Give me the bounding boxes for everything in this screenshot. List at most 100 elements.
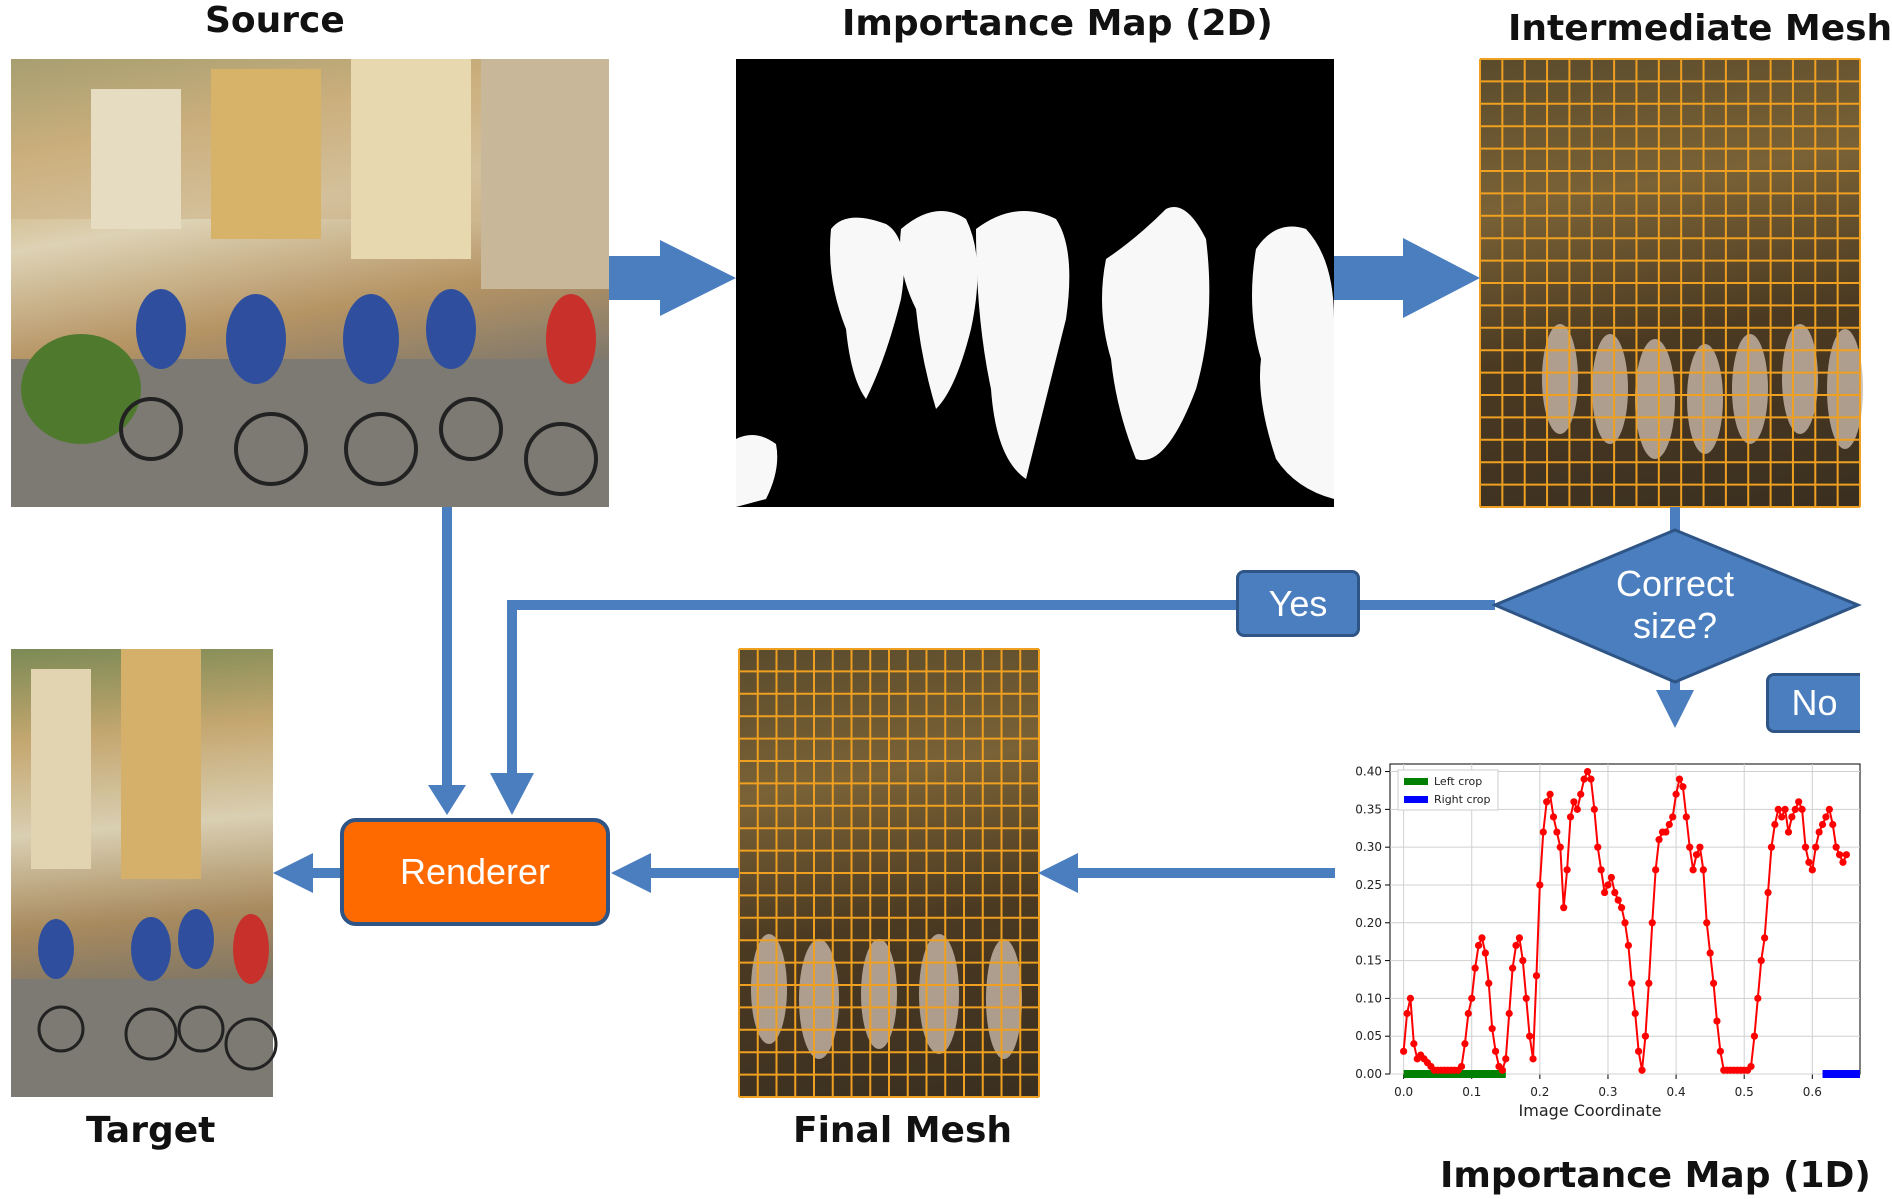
legend-label: Left crop (1434, 775, 1482, 788)
y-tick-label: 0.25 (1355, 878, 1382, 892)
data-point (1583, 767, 1592, 776)
data-point (1778, 813, 1786, 821)
data-point (1835, 851, 1844, 859)
source-title: Source (205, 0, 345, 41)
data-point (1829, 820, 1837, 829)
data-point (1512, 941, 1520, 950)
data-point (1669, 813, 1677, 821)
data-point (1474, 941, 1483, 950)
target-image (11, 649, 278, 1097)
data-point (1600, 888, 1609, 897)
arrow-decision-to-chart (1656, 690, 1694, 728)
legend-box (1397, 769, 1499, 811)
data-point (1611, 888, 1619, 897)
data-point (1839, 858, 1847, 866)
final-mesh-image (738, 648, 1040, 1098)
data-point (1774, 805, 1782, 813)
data-point (1488, 1025, 1496, 1033)
connector-chart-to-mesh (1075, 868, 1335, 878)
data-point (1549, 813, 1558, 821)
data-point (1522, 994, 1530, 1002)
decision-line-1: Correct (1615, 563, 1735, 604)
renderer-node: Renderer (340, 818, 610, 926)
data-point (1485, 979, 1493, 987)
importance-blobs (736, 207, 1334, 507)
data-point (1590, 805, 1598, 813)
data-point (1556, 843, 1564, 851)
data-point (1621, 919, 1629, 927)
data-point (1672, 790, 1680, 798)
data-point (1767, 843, 1776, 851)
data-point (1529, 1055, 1537, 1063)
x-tick-label: 0.4 (1667, 1085, 1686, 1099)
source-image-scene (11, 59, 609, 507)
data-point (1798, 805, 1806, 813)
arrow-chart-to-mesh (1038, 853, 1078, 893)
data-point (1812, 843, 1820, 851)
data-point (1757, 956, 1765, 965)
y-tick-label: 0.05 (1355, 1029, 1382, 1043)
source-image (11, 59, 609, 507)
data-point (1709, 979, 1718, 987)
data-point (1692, 851, 1701, 859)
x-tick-label: 0.6 (1803, 1085, 1822, 1099)
data-point (1617, 904, 1626, 912)
data-point (1815, 828, 1823, 836)
x-tick-label: 0.2 (1530, 1085, 1549, 1099)
connector-mesh-to-decision (1670, 507, 1680, 532)
arrow-importance-to-mesh (1334, 238, 1480, 318)
connector-yes-down (507, 600, 517, 775)
data-point (1648, 919, 1656, 927)
data-point (1842, 851, 1850, 859)
data-point (1577, 790, 1585, 798)
data-point (1788, 813, 1796, 821)
y-tick-label: 0.15 (1355, 954, 1382, 968)
target-image-scene (11, 649, 278, 1097)
data-point (1662, 828, 1670, 836)
data-point (1563, 866, 1571, 874)
yes-node: Yes (1236, 570, 1360, 637)
data-point (1532, 972, 1541, 980)
data-point (1457, 1062, 1466, 1071)
decision-label: Correct size? (1555, 560, 1795, 650)
data-point (1491, 1047, 1500, 1055)
data-point (1818, 820, 1827, 829)
data-point (1822, 813, 1830, 821)
data-point (1641, 1032, 1650, 1040)
y-tick-label: 0.40 (1355, 765, 1382, 779)
data-point (1400, 1047, 1408, 1055)
data-point (1580, 775, 1588, 783)
data-point (1597, 866, 1605, 874)
data-point (1645, 979, 1653, 987)
data-point (1750, 1032, 1759, 1040)
intermediate-mesh-grid (1479, 58, 1863, 508)
data-point (1791, 805, 1799, 813)
legend-swatch (1404, 796, 1428, 803)
y-tick-label: 0.30 (1355, 840, 1382, 854)
intermediate-mesh-image (1479, 58, 1863, 508)
data-point (1502, 1055, 1510, 1063)
data-point (1689, 866, 1697, 874)
data-point (1699, 866, 1707, 874)
connector-mesh-to-renderer (648, 868, 739, 878)
data-point (1410, 1040, 1418, 1048)
y-tick-label: 0.35 (1355, 802, 1382, 816)
target-title: Target (86, 1110, 216, 1151)
data-point (1505, 1009, 1513, 1018)
connector-source-down (442, 507, 452, 787)
arrow-yes-to-renderer (490, 773, 534, 815)
legend-swatch (1404, 778, 1428, 785)
data-point (1624, 941, 1633, 950)
connector-yes-left (507, 600, 1236, 610)
data-point (1665, 820, 1673, 829)
x-tick-label: 0.3 (1598, 1085, 1617, 1099)
connector-yes-right (1360, 600, 1495, 610)
data-point (1546, 790, 1554, 798)
data-point (1784, 828, 1793, 836)
data-point (1679, 783, 1687, 791)
data-point (1560, 904, 1568, 912)
data-point (1539, 828, 1547, 836)
data-point (1652, 866, 1660, 874)
data-point (1515, 934, 1524, 942)
